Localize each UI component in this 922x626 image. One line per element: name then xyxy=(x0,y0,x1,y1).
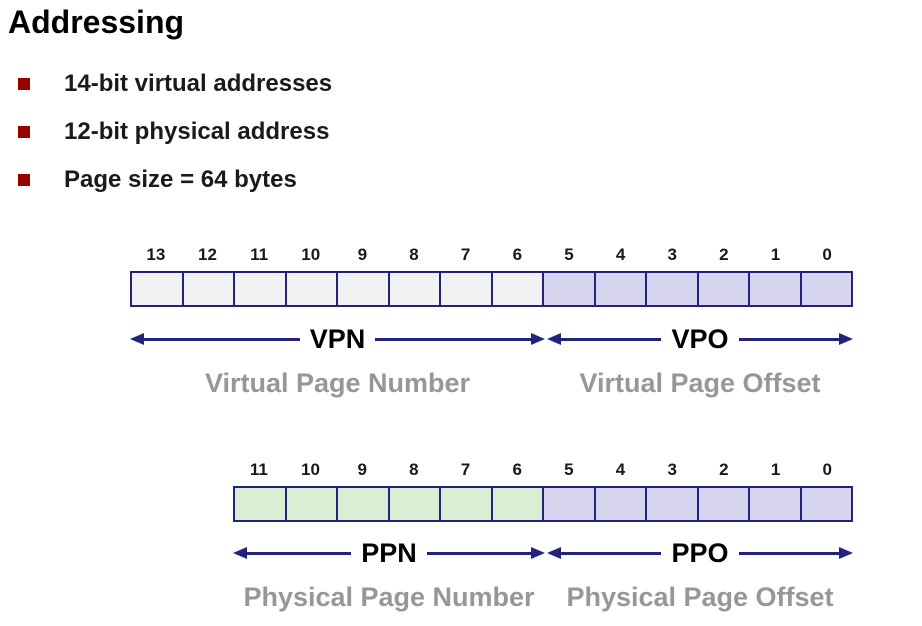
bit-cell xyxy=(801,488,851,520)
bullet-text: 12-bit physical address xyxy=(64,118,330,145)
bit-cell xyxy=(595,273,647,305)
bit-cell xyxy=(235,488,287,520)
bullet-list: 14-bit virtual addresses 12-bit physical… xyxy=(0,60,332,204)
bit-number: 10 xyxy=(301,245,321,264)
bit-number: 8 xyxy=(409,460,419,479)
physical-address-cells xyxy=(233,486,853,522)
bit-cell xyxy=(286,488,338,520)
bit-number: 9 xyxy=(357,245,368,264)
bit-cell xyxy=(750,273,802,305)
arrow-line xyxy=(738,551,839,555)
bit-number: 3 xyxy=(667,245,677,264)
bit-cell xyxy=(235,273,287,305)
bit-number: 12 xyxy=(198,245,217,264)
vpo-arrow: VPO xyxy=(547,323,853,355)
bit-cell xyxy=(338,488,390,520)
virtual-address-cells xyxy=(130,271,853,307)
list-item: 12-bit physical address xyxy=(0,108,332,156)
arrow-line xyxy=(144,337,300,341)
bit-number: 4 xyxy=(615,245,626,264)
arrow-line xyxy=(375,337,531,341)
bullet-text: 14-bit virtual addresses xyxy=(64,70,333,97)
bit-number: 2 xyxy=(719,460,729,479)
bit-number: 4 xyxy=(615,460,626,479)
arrow-left-icon xyxy=(547,333,561,345)
bit-cell xyxy=(338,273,390,305)
page-title: Addressing xyxy=(8,4,185,40)
arrow-right-icon xyxy=(531,333,545,345)
bullet-square-icon xyxy=(18,126,30,138)
list-item: 14-bit virtual addresses xyxy=(0,60,332,108)
bullet-square-icon xyxy=(18,174,30,186)
ppo-caption: Physical Page Offset xyxy=(566,582,834,612)
bit-cell xyxy=(286,273,338,305)
bit-number: 0 xyxy=(822,245,832,264)
bit-cell xyxy=(698,273,750,305)
arrow-left-icon xyxy=(130,333,144,345)
bit-number: 8 xyxy=(409,245,419,264)
ppn-label: PPN xyxy=(361,538,417,568)
arrow-line xyxy=(247,551,352,555)
bit-number: 10 xyxy=(301,460,320,479)
virtual-bit-numbers: 13 12 11 10 9 8 7 6 5 4 3 2 1 0 xyxy=(130,245,853,265)
bit-number: 6 xyxy=(512,460,522,479)
vpo-caption: Virtual Page Offset xyxy=(579,368,821,398)
bit-cell xyxy=(441,488,493,520)
bit-number: 5 xyxy=(564,460,574,479)
bit-cell xyxy=(492,273,544,305)
arrow-line xyxy=(738,337,839,341)
bit-number: 0 xyxy=(822,460,832,479)
bit-cell xyxy=(544,488,596,520)
arrow-right-icon xyxy=(531,547,545,559)
bit-cell xyxy=(492,488,544,520)
bit-cell xyxy=(698,488,750,520)
arrow-left-icon xyxy=(547,547,561,559)
bit-number: 13 xyxy=(146,245,166,264)
arrow-left-icon xyxy=(233,547,247,559)
bit-number: 1 xyxy=(770,460,781,479)
vpn-arrow: VPN xyxy=(130,323,545,355)
bit-cell xyxy=(389,488,441,520)
bit-cell xyxy=(647,273,699,305)
bit-cell xyxy=(544,273,596,305)
physical-bit-numbers: 11 10 9 8 7 6 5 4 3 2 1 0 xyxy=(233,460,853,480)
bit-number: 7 xyxy=(460,245,471,264)
bit-cell xyxy=(441,273,493,305)
list-item: Page size = 64 bytes xyxy=(0,156,332,204)
bit-cell xyxy=(183,273,235,305)
bit-number: 11 xyxy=(249,460,268,479)
ppn-arrow: PPN xyxy=(233,537,545,569)
bit-cell xyxy=(750,488,802,520)
arrow-line xyxy=(561,337,662,341)
bit-number: 6 xyxy=(512,245,523,264)
arrow-right-icon xyxy=(839,333,853,345)
arrow-right-icon xyxy=(839,547,853,559)
bit-number: 1 xyxy=(770,245,781,264)
bit-cell xyxy=(595,488,647,520)
bit-cell xyxy=(389,273,441,305)
bit-number: 11 xyxy=(250,245,269,264)
bit-number: 7 xyxy=(460,460,471,479)
bit-cell xyxy=(801,273,851,305)
bit-number: 3 xyxy=(667,460,677,479)
bit-cell xyxy=(647,488,699,520)
ppn-caption: Physical Page Number xyxy=(243,582,535,612)
bit-number: 2 xyxy=(719,245,729,264)
bit-number: 9 xyxy=(357,460,367,479)
arrow-line xyxy=(426,551,531,555)
bullet-square-icon xyxy=(18,78,30,90)
vpo-label: VPO xyxy=(671,324,729,354)
vpn-caption: Virtual Page Number xyxy=(204,368,471,398)
arrow-line xyxy=(561,551,662,555)
bit-cell xyxy=(132,273,184,305)
ppo-arrow: PPO xyxy=(547,537,853,569)
bullet-text: Page size = 64 bytes xyxy=(64,166,297,193)
bit-number: 5 xyxy=(564,245,574,264)
vpn-label: VPN xyxy=(309,324,366,354)
ppo-label: PPO xyxy=(671,538,729,568)
